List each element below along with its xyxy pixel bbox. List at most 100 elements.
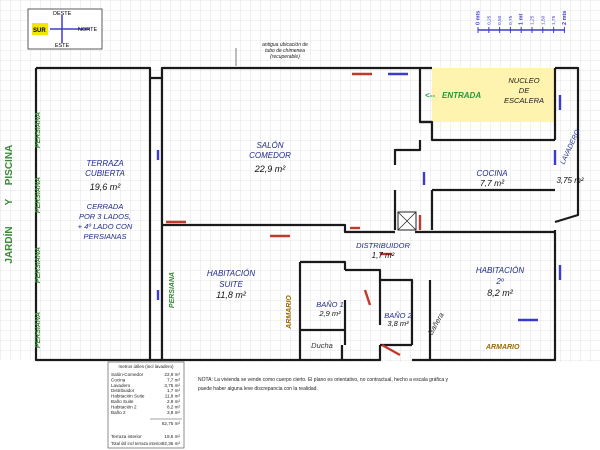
room-labels: TERRAZA CUBIERTA 19,6 m² CERRADA POR 3 L…: [78, 128, 584, 350]
label-y: Y: [4, 198, 15, 205]
persiana-labels: PERSIANA PERSIANA PERSIANA PERSIANA PERS…: [35, 112, 176, 348]
area-table-row-value: 8,2 m²: [167, 404, 180, 409]
armario-suite: ARMARIO: [286, 295, 293, 330]
label-piscina: PISCINA: [4, 145, 15, 186]
area-table: metros útiles (incl lavadero) Salón-Come…: [107, 361, 185, 449]
svg-text:1,7 m²: 1,7 m²: [372, 251, 395, 260]
persiana-4: PERSIANA: [35, 312, 42, 348]
armario-hab2: ARMARIO: [485, 344, 520, 351]
compass-oeste: OESTE: [53, 11, 72, 17]
compass-sur-highlight: [32, 23, 48, 35]
scale-tick-label: 1 mt: [519, 14, 525, 25]
room-terraza: TERRAZA CUBIERTA 19,6 m² CERRADA POR 3 L…: [78, 159, 133, 241]
svg-text:2,9 m²: 2,9 m²: [318, 309, 341, 318]
svg-text:(recuperable): (recuperable): [270, 54, 300, 60]
svg-text:2º: 2º: [495, 277, 504, 286]
area-table-row-value: 1,7 m²: [167, 388, 180, 393]
svg-text:SUITE: SUITE: [219, 280, 243, 289]
persiana-5: PERSIANA: [169, 272, 176, 308]
area-table-row-value: 2,9 m²: [167, 399, 180, 404]
area-table-row-value: 11,8 m²: [165, 394, 181, 399]
svg-text:3,8 m²: 3,8 m²: [387, 319, 409, 328]
svg-text:HABITACIÓN: HABITACIÓN: [476, 266, 525, 275]
area-table-row-name: Habitación Suite: [111, 394, 145, 399]
svg-text:BAÑO 1: BAÑO 1: [316, 300, 344, 309]
svg-text:puede haber alguna leve discre: puede haber alguna leve discrepancia con…: [198, 386, 318, 392]
area-table-subtotal: 62,75 m²: [162, 421, 181, 426]
svg-text:DISTRIBUIDOR: DISTRIBUIDOR: [356, 241, 410, 250]
label-ducha: Ducha: [311, 341, 333, 350]
room-hab2: HABITACIÓN 2º 8,2 m²: [476, 266, 525, 298]
compass: OESTE SUR NORTE ESTE: [27, 8, 103, 50]
stair-core: [432, 68, 554, 122]
area-table-row-name: Habitación 2: [111, 404, 137, 409]
compass-este: ESTE: [55, 43, 70, 49]
scale-tick-label: 1,75: [551, 15, 557, 25]
svg-text:CUBIERTA: CUBIERTA: [85, 169, 125, 178]
compass-sur: SUR: [33, 28, 46, 34]
entrance-label: <-- ENTRADA: [425, 91, 481, 100]
svg-text:DE: DE: [519, 86, 530, 95]
scale-tick-label: 0,50: [497, 15, 503, 25]
service-shaft: [397, 211, 417, 231]
svg-text:POR 3 LADOS,: POR 3 LADOS,: [79, 212, 131, 221]
svg-text:BAÑO 2: BAÑO 2: [384, 311, 412, 320]
area-table-row-value: 3,75 m²: [164, 383, 180, 388]
area-table-row-value: 3,8 m²: [167, 410, 180, 415]
chimney-note: antigua ubicación de tubo de chimenea (r…: [235, 42, 308, 66]
svg-text:7,7 m²: 7,7 m²: [480, 178, 505, 188]
stair-core-label: NUCLEO DE ESCALERA: [504, 76, 544, 105]
armario-labels: ARMARIO ARMARIO: [286, 295, 520, 351]
room-suite: HABITACIÓN SUITE 11,8 m²: [207, 269, 256, 300]
svg-text:22,9 m²: 22,9 m²: [254, 164, 287, 174]
svg-text:COCINA: COCINA: [476, 169, 507, 178]
area-table-row-name: Salón-Comedor: [111, 372, 144, 377]
scale-tick-label: 0,25: [486, 15, 492, 25]
room-bano2: BAÑO 2 3,8 m²: [384, 311, 412, 328]
area-table-rows: Salón-Comedor 22,9 m² Cocina 7,7 m² Lavadero…: [111, 372, 180, 415]
svg-text:<--: <--: [425, 91, 435, 100]
walls: [34, 66, 580, 362]
disclaimer-note: NOTA: La vivienda se vende como cuerpo c…: [198, 377, 449, 392]
scale-tick-label: 2 mts: [562, 11, 568, 25]
room-salon: SALÓN COMEDOR 22,9 m²: [249, 141, 291, 174]
area-table-row-value: 7,7 m²: [167, 377, 180, 382]
area-table-total-value: 82,35 m²: [162, 441, 181, 446]
svg-text:antigua ubicación de: antigua ubicación de: [262, 42, 308, 48]
door-window-marks: [156, 72, 562, 357]
scale-tick-label: 0,75: [508, 15, 514, 25]
area-table-row-name: Baño 2: [111, 410, 126, 415]
area-table-row-name: Lavadero: [111, 383, 131, 388]
side-label-jardin-piscina: PISCINA Y JARDÍN: [2, 145, 15, 264]
area-table-row-name: Distribuidor: [111, 388, 135, 393]
room-bano1: BAÑO 1 2,9 m²: [316, 300, 344, 318]
svg-text:PERSIANAS: PERSIANAS: [84, 232, 127, 241]
svg-text:11,8 m²: 11,8 m²: [216, 290, 247, 300]
area-table-row-name: Baño Suite: [111, 399, 134, 404]
compass-norte: NORTE: [78, 27, 97, 33]
persiana-3: PERSIANA: [35, 247, 42, 283]
area-table-total-name: Total útil incl terraza interior: [111, 441, 163, 446]
svg-text:HABITACIÓN: HABITACIÓN: [207, 269, 256, 278]
svg-text:ESCALERA: ESCALERA: [504, 96, 544, 105]
area-table-terraza-name: Terraza interior: [111, 434, 142, 439]
area-table-terraza-value: 19,6 m²: [164, 434, 180, 439]
scale-tick-label: 1,25: [530, 15, 536, 25]
svg-text:+ 4º LADO CON: + 4º LADO CON: [78, 222, 133, 231]
svg-text:COMEDOR: COMEDOR: [249, 151, 291, 160]
svg-text:NOTA: La vivienda se vende co: NOTA: La vivienda se vende como cuerpo c…: [198, 377, 449, 383]
persiana-2: PERSIANA: [35, 177, 42, 213]
svg-text:TERRAZA: TERRAZA: [86, 159, 123, 168]
label-jardin: JARDÍN: [2, 226, 15, 263]
room-cocina: COCINA 7,7 m²: [476, 169, 507, 188]
scale-tick-label: 0 mts: [476, 11, 482, 25]
svg-text:SALÓN: SALÓN: [256, 141, 283, 150]
room-distribuidor: DISTRIBUIDOR 1,7 m²: [356, 241, 410, 260]
svg-text:NUCLEO: NUCLEO: [508, 76, 539, 85]
area-table-row-name: Cocina: [111, 377, 126, 382]
svg-text:ENTRADA: ENTRADA: [442, 91, 481, 100]
area-table-row-value: 22,9 m²: [164, 372, 180, 377]
